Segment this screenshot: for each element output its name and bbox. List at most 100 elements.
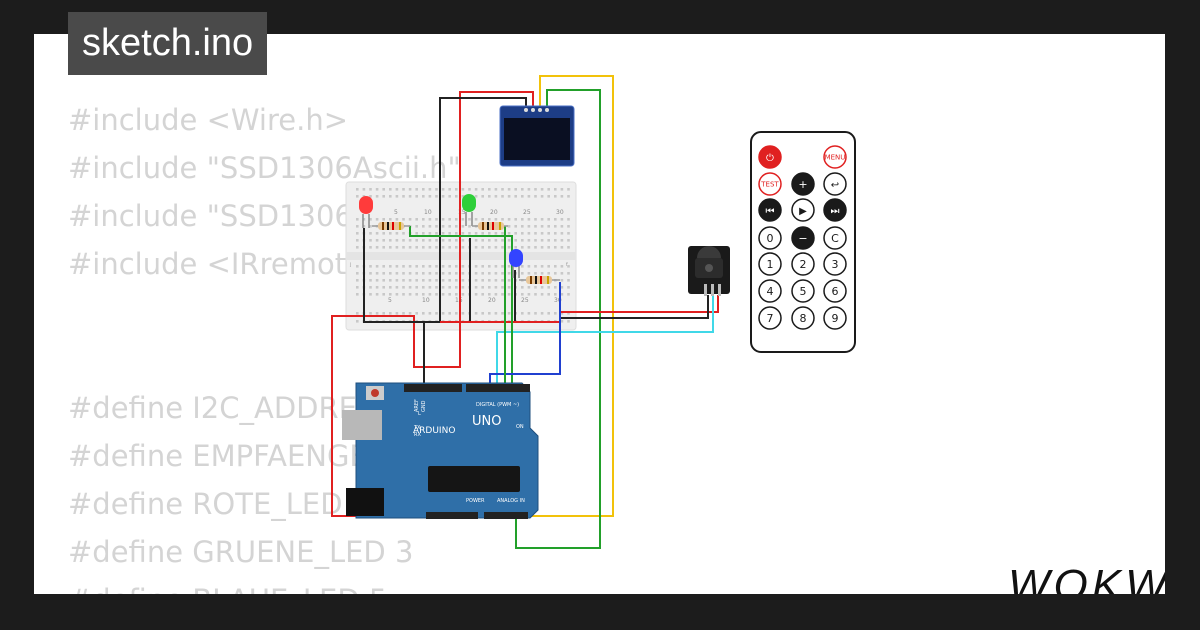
remote-fast-forward-button[interactable]: ⏭ [823, 198, 847, 222]
remote-button-label: 9 [832, 312, 839, 325]
power-header [426, 512, 478, 519]
column-label: 30 [554, 297, 562, 304]
remote-button[interactable]: 7 [758, 306, 782, 330]
green-led[interactable] [462, 194, 476, 226]
remote-button-label: 4 [767, 285, 774, 298]
l-label: L [418, 411, 421, 417]
remote-power-button[interactable]: ⏻ [758, 145, 782, 169]
wires [331, 75, 719, 549]
column-label: 20 [490, 209, 498, 216]
project-card: #include <Wire.h> #include "SSD1306Ascii.… [34, 34, 1165, 594]
analog-header [484, 512, 528, 519]
remote-button[interactable]: 8 [791, 306, 815, 330]
remote-button[interactable]: C [823, 226, 847, 250]
digital-header-left [404, 384, 462, 392]
oled-screen [504, 118, 570, 160]
remote-button[interactable]: 3 [823, 252, 847, 276]
remote-button-label: + [798, 178, 807, 191]
wire-cyan-ir-signal [496, 295, 714, 388]
code-line: #define EMPFAENGER 2 [68, 439, 416, 473]
column-label: 5 [394, 209, 398, 216]
remote-button-label: C [831, 232, 839, 245]
back-icon: ↩ [831, 180, 839, 191]
arduino-model-label: UNO [472, 414, 501, 429]
code-line: #define BLAUE_LED 5 [68, 576, 526, 594]
remote-button-label: 2 [800, 258, 807, 271]
column-label: 15 [455, 297, 463, 304]
fast-forward-icon: ⏭ [831, 206, 840, 217]
remote-button[interactable]: 4 [758, 279, 782, 303]
remote-button[interactable]: − [791, 226, 815, 250]
wokwi-logo: WOKWI [1008, 561, 1165, 595]
play-icon: ▶ [799, 206, 807, 217]
digital-header-right [466, 384, 530, 392]
column-label: 25 [521, 297, 529, 304]
remote-button-label: 1 [767, 258, 774, 271]
remote-back-button[interactable]: ↩ [823, 172, 847, 196]
led-lens [509, 249, 523, 267]
breadboard-row-letters: j f [349, 262, 568, 268]
breadboard-column-labels: 5 10 15 20 25 30 5 10 15 20 25 30 [388, 209, 564, 304]
wire-red-vcc [331, 91, 534, 517]
analog-label: ANALOG IN [497, 498, 525, 504]
arduino-uno[interactable]: ARDUINO UNO DIGITAL (PWM ~) POWER ANALOG… [342, 382, 539, 519]
ir-sensor-dome [697, 246, 721, 258]
blue-led[interactable] [509, 249, 523, 278]
aref-label: AREF [414, 399, 420, 412]
remote-button-label: 0 [767, 232, 774, 245]
remote-button[interactable]: 6 [823, 279, 847, 303]
remote-button-label: 8 [800, 312, 807, 325]
remote-button[interactable]: 2 [791, 252, 815, 276]
remote-button-label: 3 [832, 258, 839, 271]
usb-port [342, 410, 382, 440]
rewind-icon: ⏮ [766, 206, 775, 217]
digital-label: DIGITAL (PWM ~) [476, 402, 519, 408]
remote-button[interactable]: 9 [823, 306, 847, 330]
ir-receiver[interactable] [688, 246, 730, 296]
wire-blue-led-signal [489, 282, 561, 388]
column-label: 10 [424, 209, 432, 216]
row-letter: j [349, 262, 351, 268]
remote-button[interactable]: + [791, 172, 815, 196]
column-label: 10 [422, 297, 430, 304]
led-lens [359, 196, 373, 214]
oled-display[interactable] [499, 105, 575, 167]
column-label: 30 [556, 209, 564, 216]
remote-rewind-button[interactable]: ⏮ [758, 198, 782, 222]
remote-play-button[interactable]: ▶ [791, 198, 815, 222]
resistor-green[interactable] [472, 222, 508, 230]
remote-button[interactable]: MENU [823, 145, 847, 169]
code-line: #include <Wire.h> [68, 103, 349, 137]
on-label: ON [516, 424, 524, 430]
tx-label: TX [413, 425, 421, 431]
row-letter: f [566, 262, 568, 268]
remote-button[interactable]: TEST [758, 172, 782, 196]
resistor-red[interactable] [372, 222, 410, 230]
power-jack [346, 488, 384, 516]
resistor-blue[interactable] [519, 276, 560, 284]
rx-label: RX [414, 432, 421, 438]
circuit-diagram: 5 10 15 20 25 30 5 10 15 20 25 30 j f [331, 75, 856, 549]
column-label: 20 [488, 297, 496, 304]
remote-button[interactable]: 1 [758, 252, 782, 276]
wire-green-led-signal [409, 226, 513, 388]
column-label: 25 [523, 209, 531, 216]
code-line: #include "SSD1306Ascii.h" [68, 151, 461, 185]
wire-yellow [524, 75, 614, 517]
remote-button[interactable]: 0 [758, 226, 782, 250]
wire-black-ir [560, 295, 709, 319]
atmega-chip [428, 466, 520, 492]
column-label: 5 [388, 297, 392, 304]
red-led[interactable] [359, 196, 373, 228]
power-icon: ⏻ [766, 153, 774, 164]
remote-button-label: − [798, 232, 807, 245]
power-label: POWER [466, 498, 485, 504]
remote-button-label: 7 [767, 312, 774, 325]
remote-button[interactable]: 5 [791, 279, 815, 303]
wire-black-gnd [363, 97, 527, 323]
remote-button-label: TEST [760, 181, 779, 189]
file-tab[interactable]: sketch.ino [68, 12, 268, 75]
arduino-brand-label: ARDUINO [413, 426, 455, 436]
